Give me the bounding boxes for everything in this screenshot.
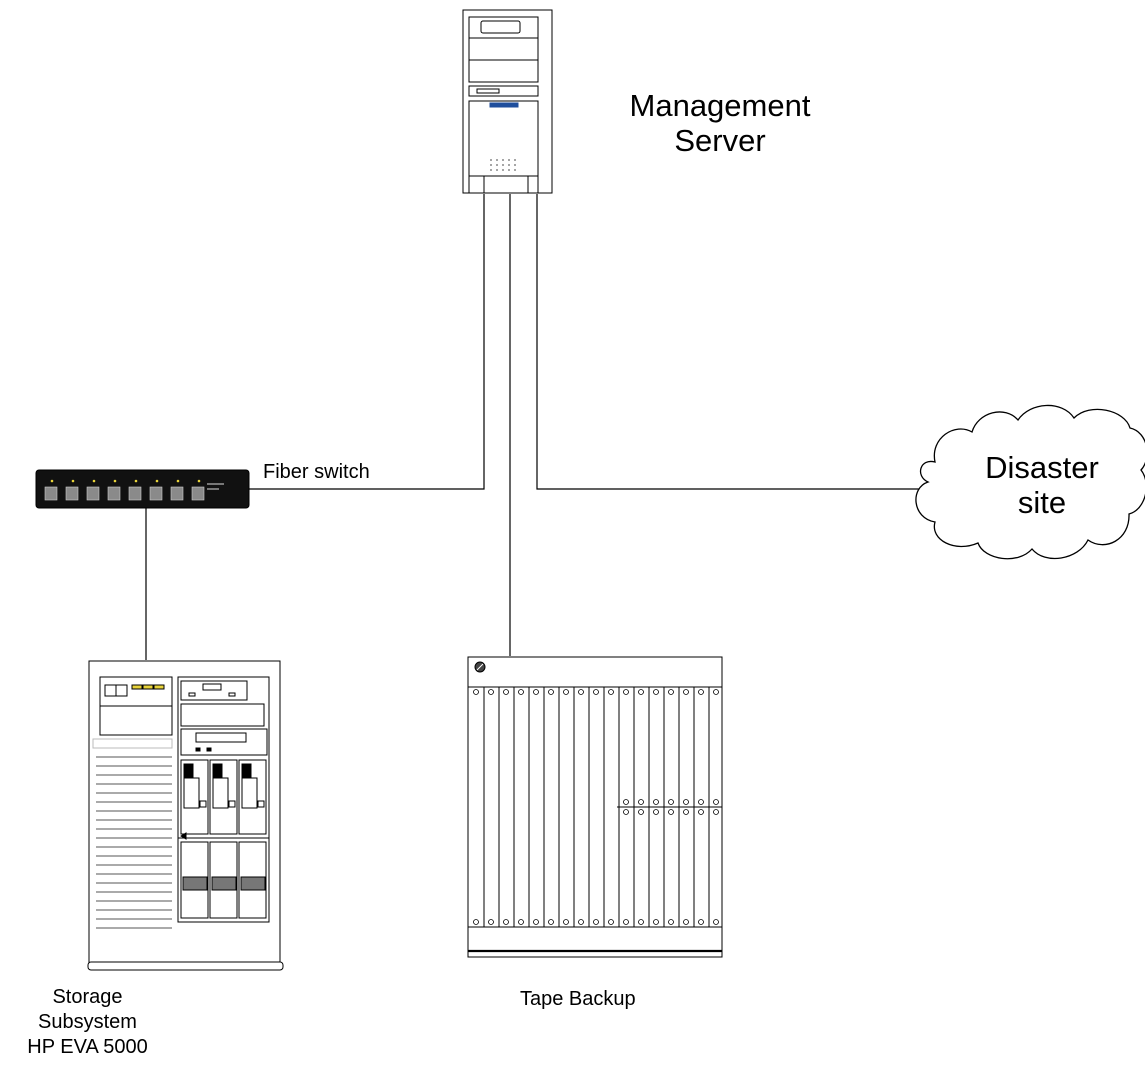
storage-label: Storage Subsystem HP EVA 5000 [0,985,175,1060]
tape-label: Tape Backup [520,988,636,1010]
storage-label-line2: Subsystem [38,1011,137,1033]
disaster-label-line2: site [1017,485,1067,520]
connector-server-disaster [536,194,929,490]
storage-label-line3: HP EVA 5000 [27,1036,148,1058]
disaster-label-line1: Disaster [985,450,1099,485]
connector-server-switch [249,194,485,490]
cloud-icon [915,404,1145,560]
server-label: Management Server [600,88,840,158]
server-tower-icon [462,9,553,194]
disaster-label: Disaster site [962,450,1122,520]
storage-label-line1: Storage [52,986,123,1008]
storage-cabinet-icon [87,660,284,971]
server-label-line1: Management [629,88,811,123]
server-label-line2: Server [674,123,766,158]
switch-label: Fiber switch [263,461,370,483]
network-switch-icon [35,469,250,509]
connectors [145,194,929,660]
tape-library-icon [467,656,723,958]
